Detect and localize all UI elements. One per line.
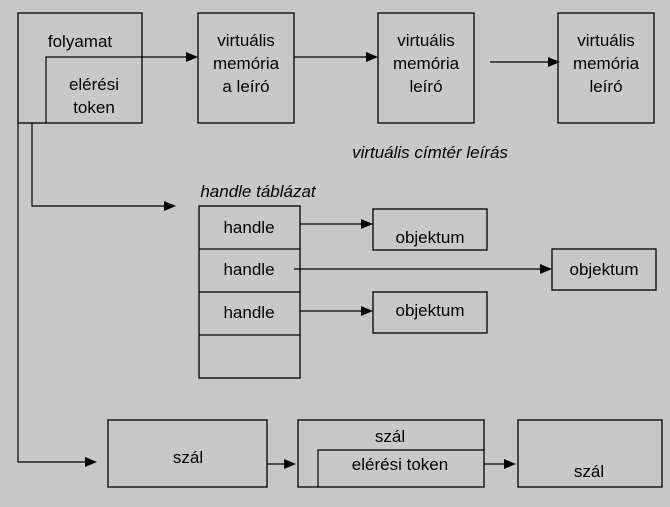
thread-label-1: szál (173, 448, 203, 467)
arrow-thread-1-to-thread-2 (267, 459, 296, 469)
vad-1-line-1: virtuális (217, 31, 275, 50)
thread-access-token-box (317, 449, 484, 487)
process-box (17, 12, 143, 124)
arrow-process-to-thread-1 (17, 123, 97, 467)
vad-3-line-2: memória (573, 54, 640, 73)
object-label-2: objektum (570, 260, 639, 279)
vad-1-line-3: a leíró (222, 77, 269, 96)
object-box-2 (551, 248, 657, 291)
object-label-1: objektum (396, 228, 465, 247)
handle-row-1: handle (223, 218, 274, 237)
thread-label-3: szál (574, 462, 604, 481)
vad-box-1 (197, 12, 295, 124)
arrow-handle-2-to-object-2 (294, 264, 552, 274)
vad-box-3 (557, 12, 655, 124)
handle-row-3: handle (223, 303, 274, 322)
vad-caption: virtuális címtér leírás (352, 143, 508, 162)
vad-3-line-3: leíró (589, 77, 622, 96)
access-token-label-2: token (73, 98, 115, 117)
object-label-3: objektum (396, 301, 465, 320)
process-label: folyamat (48, 32, 113, 51)
thread-box-2 (297, 419, 485, 488)
vad-2-line-3: leíró (409, 77, 442, 96)
thread-access-token-label: elérési token (352, 455, 448, 474)
vad-box-2 (377, 12, 475, 124)
vad-3-line-1: virtuális (577, 31, 635, 50)
arrow-process-to-vad-1 (142, 52, 198, 62)
arrow-thread-2-to-thread-3 (484, 459, 516, 469)
object-box-1 (372, 208, 488, 251)
object-box-3 (372, 291, 488, 334)
vad-2-line-1: virtuális (397, 31, 455, 50)
arrow-vad-2-to-vad-3 (490, 57, 560, 67)
access-token-label-1: elérési (69, 75, 119, 94)
vad-1-line-2: memória (213, 54, 280, 73)
arrow-vad-1-to-vad-2 (294, 52, 378, 62)
thread-box-1 (107, 419, 268, 488)
access-token-box (45, 56, 142, 123)
handle-table (198, 205, 301, 379)
thread-label-2: szál (375, 427, 405, 446)
arrow-handle-1-to-object-1 (300, 219, 373, 229)
handle-row-2: handle (223, 260, 274, 279)
thread-box-3 (517, 419, 663, 488)
arrow-process-to-handle-table (31, 123, 176, 211)
arrow-handle-3-to-object-3 (300, 306, 373, 316)
handle-table-title: handle táblázat (200, 182, 317, 201)
vad-2-line-2: memória (393, 54, 460, 73)
